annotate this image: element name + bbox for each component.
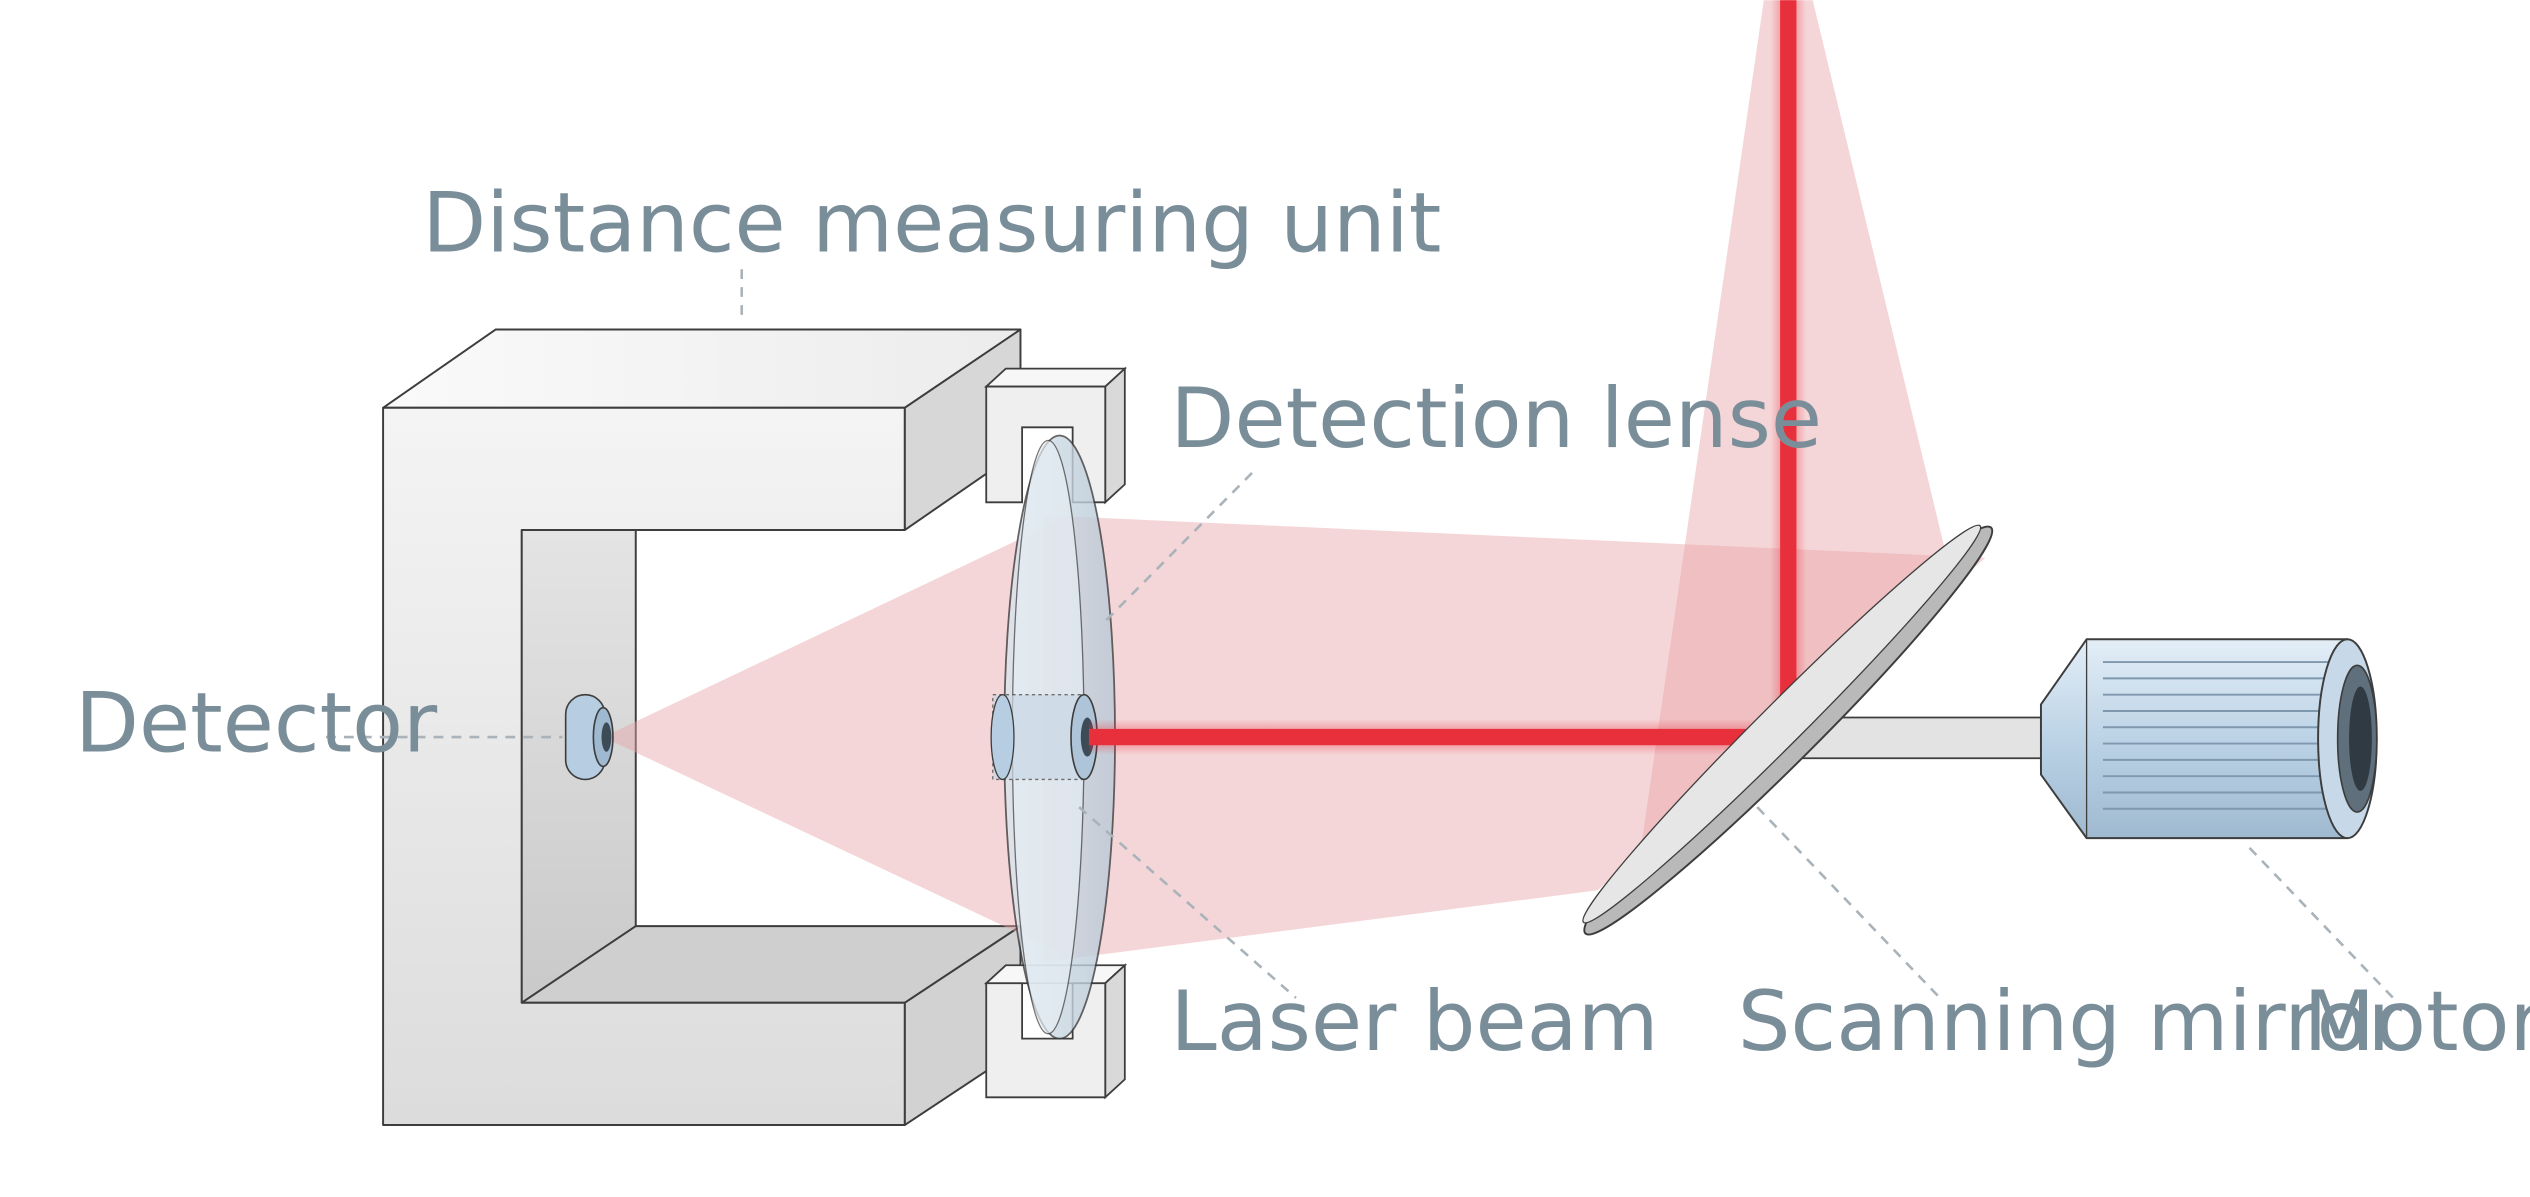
label-motor: Motor bbox=[2303, 973, 2530, 1070]
laser-beam bbox=[1088, 0, 1807, 755]
scanning-mirror bbox=[1582, 524, 1994, 936]
motor bbox=[2039, 638, 2378, 840]
label-detection-lense: Detection lense bbox=[1170, 370, 1822, 467]
label-detector: Detector bbox=[75, 675, 438, 772]
distance-measuring-unit-housing bbox=[382, 328, 1022, 1127]
detection-lens bbox=[990, 434, 1116, 1040]
leader-laser-beam bbox=[1078, 806, 1297, 999]
label-scanning-mirror: Scanning mirror bbox=[1738, 973, 2403, 1070]
motor-ribs bbox=[2102, 661, 2335, 810]
leader-scanning-mirror bbox=[1756, 806, 1941, 999]
label-laser-beam: Laser beam bbox=[1170, 973, 1658, 1070]
label-distance-measuring-unit: Distance measuring unit bbox=[422, 174, 1441, 271]
leader-lines bbox=[326, 269, 2395, 999]
detector bbox=[564, 693, 614, 781]
